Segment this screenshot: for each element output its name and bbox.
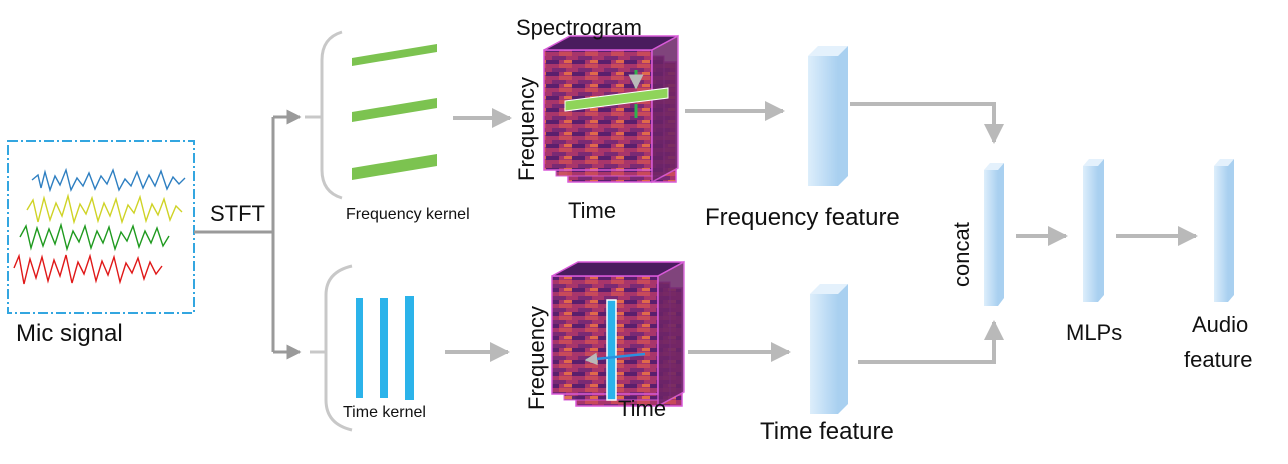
time-feature-label: Time feature: [760, 418, 894, 445]
frequency-kernels: [352, 44, 437, 180]
mlps-block: [1083, 159, 1104, 302]
stft-branch: [194, 109, 302, 360]
frequency-feature-block: [808, 46, 848, 186]
arrow-time-feature-to-concat: [858, 320, 1004, 364]
time-kernel-bar-3: [405, 296, 414, 400]
audio-feature-block: [1214, 159, 1234, 302]
frequency-feature-label: Frequency feature: [705, 204, 900, 231]
spectrogram-label: Spectrogram: [516, 15, 642, 40]
time-kernel-bar-1: [356, 298, 363, 398]
signal-waveform-red: [13, 253, 163, 285]
time-kernel-slice: [606, 299, 617, 401]
time-axis-label-top: Time: [568, 198, 617, 223]
frequency-axis-label-bottom: Frequency: [524, 306, 549, 410]
spectrogram-cube-bottom: [551, 260, 685, 408]
signal-waveform-yellow: [26, 193, 183, 225]
frequency-kernel-slice: [564, 87, 669, 112]
time-kernel-bar-2: [380, 298, 388, 398]
time-kernel-brace: [324, 264, 353, 432]
spectrogram-cube-top: [543, 34, 679, 184]
audio-feature-label-line2: feature: [1184, 347, 1253, 372]
frequency-kernel-label: Frequency kernel: [346, 206, 470, 223]
stft-label: STFT: [210, 201, 265, 226]
arrow-frequency-feature-to-concat: [850, 102, 1004, 144]
concat-label: concat: [949, 222, 974, 287]
mlps-label: MLPs: [1066, 320, 1123, 345]
mic-signal-frame: [7, 140, 195, 314]
time-kernel-label: Time kernel: [343, 404, 426, 421]
mic-signal-panel: [7, 140, 195, 314]
signal-waveform-green: [19, 222, 170, 252]
frequency-kernel-bar-2: [352, 98, 437, 122]
frequency-axis-label-top: Frequency: [514, 77, 539, 181]
concat-block: [984, 163, 1004, 306]
time-axis-label-bottom: Time: [618, 396, 667, 421]
time-kernels: [356, 296, 414, 400]
audio-feature-label-line1: Audio: [1192, 312, 1249, 337]
signal-waveform-blue: [31, 167, 186, 193]
frequency-kernel-bar-1: [352, 44, 437, 66]
frequency-kernel-bar-3: [352, 154, 437, 180]
frequency-kernel-brace: [320, 30, 343, 200]
mic-signal-label: Mic signal: [16, 320, 123, 347]
time-feature-block: [810, 284, 848, 414]
